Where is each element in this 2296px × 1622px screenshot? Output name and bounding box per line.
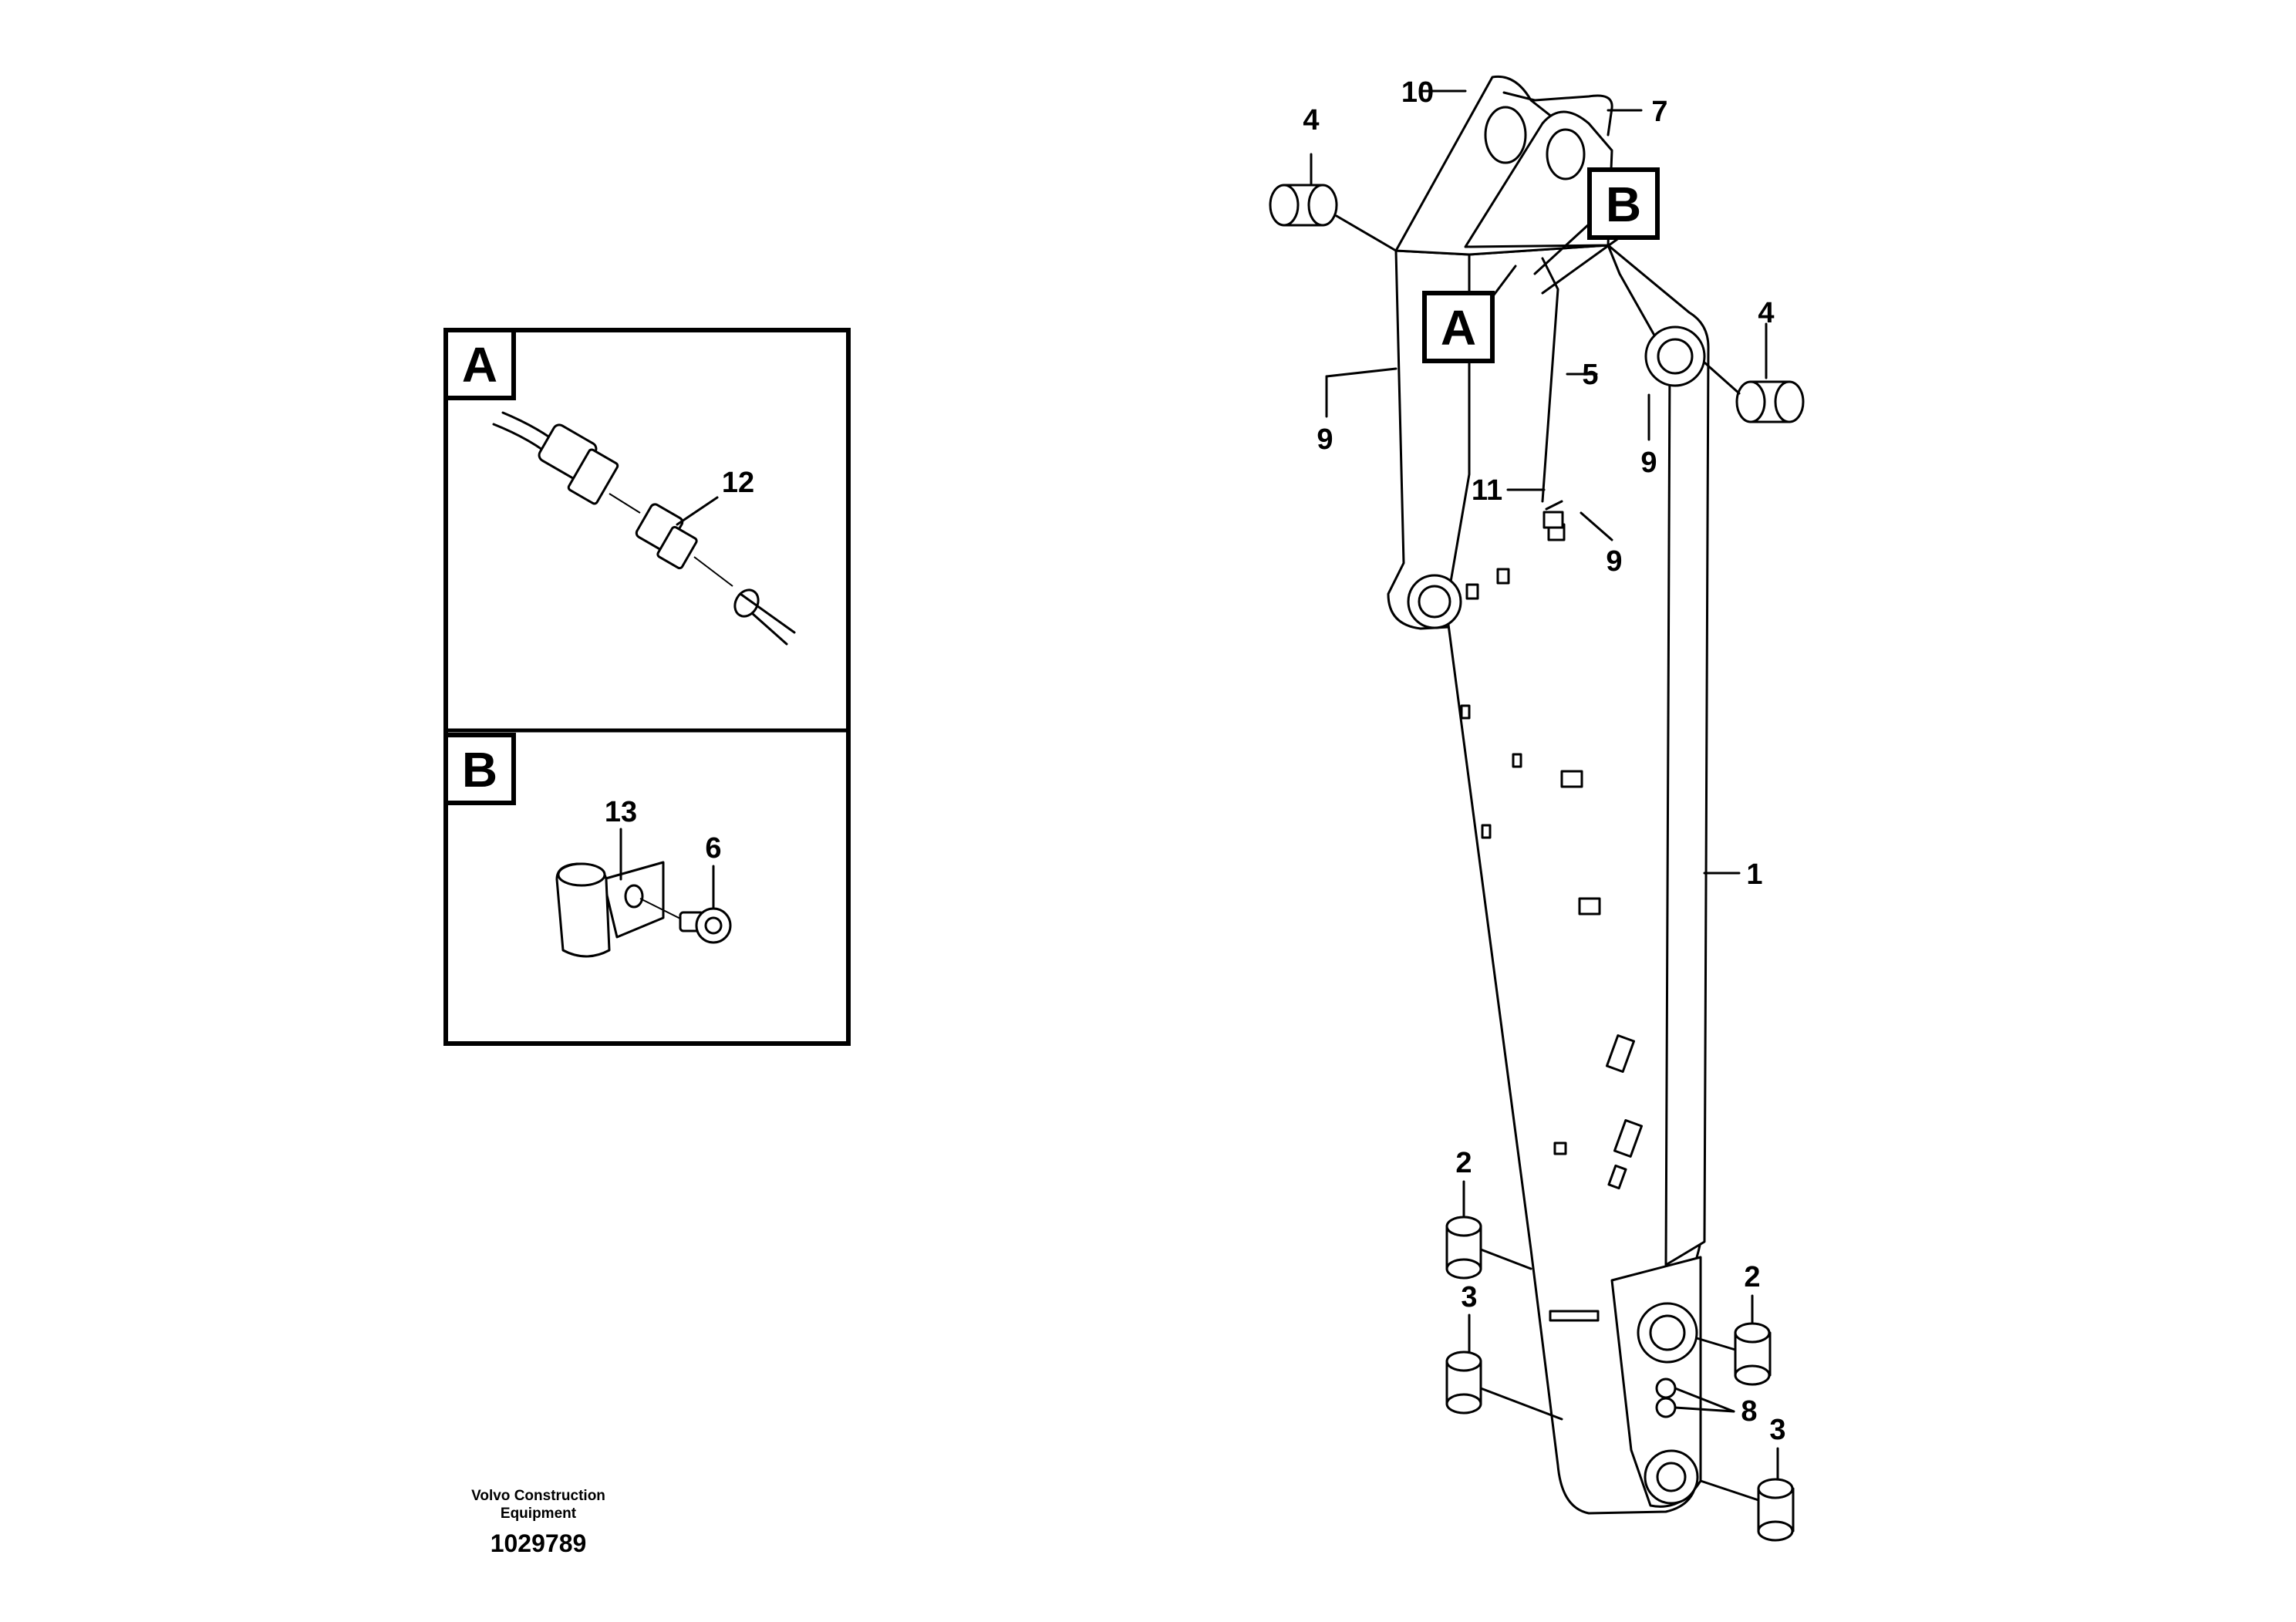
hose-lines (1502, 91, 1613, 529)
callout-11: 11 (1472, 474, 1502, 507)
detail-b: B 13 6 (443, 733, 732, 958)
callout-9-left: 9 (1317, 423, 1333, 456)
callout-9-mid: 9 (1606, 545, 1622, 578)
detail-panel: A 12 B (443, 328, 851, 1046)
callout-2-left: 2 (1455, 1147, 1472, 1179)
callout-4-right: 4 (1758, 297, 1774, 329)
ref-b-label: B (1606, 177, 1641, 232)
callouts: 10 7 4 4 5 9 9 11 9 1 2 3 2 8 3 (1303, 76, 1785, 1446)
callout-5: 5 (1582, 359, 1598, 391)
detail-b-label: B (462, 742, 497, 798)
ref-box-b: B (1533, 167, 1660, 295)
callout-2-right: 2 (1744, 1261, 1760, 1293)
bushing-4-left (1269, 184, 1397, 252)
boom-assembly: A B (1269, 75, 1805, 1542)
footer: Volvo Construction Equipment 1029789 (471, 1488, 605, 1557)
bushing-4-right (1703, 361, 1805, 423)
callout-3-left: 3 (1461, 1281, 1477, 1313)
detail-a-label: A (462, 337, 497, 393)
bushings (1269, 184, 1805, 1542)
callout-1: 1 (1746, 858, 1762, 891)
callout-8: 8 (1741, 1395, 1757, 1428)
doc-number: 1029789 (491, 1529, 587, 1557)
callout-6: 6 (705, 832, 721, 865)
bushing-3-right (1699, 1478, 1795, 1542)
bushing-2-right (1695, 1322, 1772, 1386)
ref-a-label: A (1441, 300, 1476, 356)
callout-12: 12 (722, 467, 754, 499)
company-line-2: Equipment (501, 1506, 577, 1522)
hose-fitting-illustration (492, 411, 796, 646)
detail-a: A 12 (443, 328, 796, 646)
callout-13: 13 (605, 796, 637, 828)
company-line-1: Volvo Construction (471, 1488, 605, 1504)
ref-box-a: A (1422, 265, 1517, 363)
callout-7: 7 (1651, 96, 1667, 128)
callout-10: 10 (1401, 76, 1434, 109)
leader-lines (1310, 89, 1779, 1481)
callout-9-right: 9 (1640, 447, 1657, 479)
clamp-illustration (555, 861, 732, 958)
bushing-3-left (1445, 1351, 1563, 1421)
bushing-2-left (1445, 1216, 1532, 1280)
callout-3-right: 3 (1769, 1414, 1785, 1446)
callout-4-left: 4 (1303, 104, 1319, 137)
